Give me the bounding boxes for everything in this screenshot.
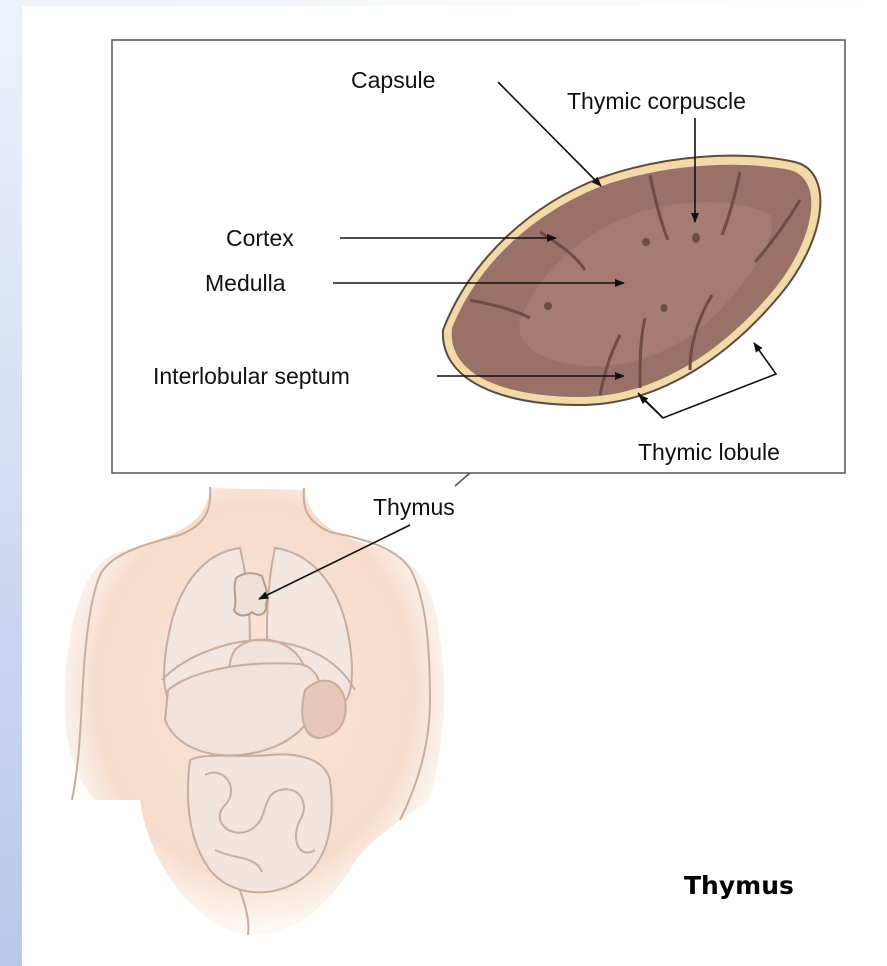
- stomach: [302, 681, 345, 738]
- capsule-label: Capsule: [351, 69, 435, 92]
- thymic-corpuscle-label: Thymic corpuscle: [567, 90, 746, 113]
- cortex-label: Cortex: [226, 227, 294, 250]
- thymus-label: Thymus: [373, 496, 455, 519]
- torso-illustration: [65, 487, 445, 935]
- thymus-gland: [234, 573, 267, 615]
- thymic-lobule-label: Thymic lobule: [638, 441, 780, 464]
- medulla-label: Medulla: [205, 272, 286, 295]
- figure-title: Thymus: [684, 873, 794, 898]
- interlobular-septum-label: Interlobular septum: [153, 365, 350, 388]
